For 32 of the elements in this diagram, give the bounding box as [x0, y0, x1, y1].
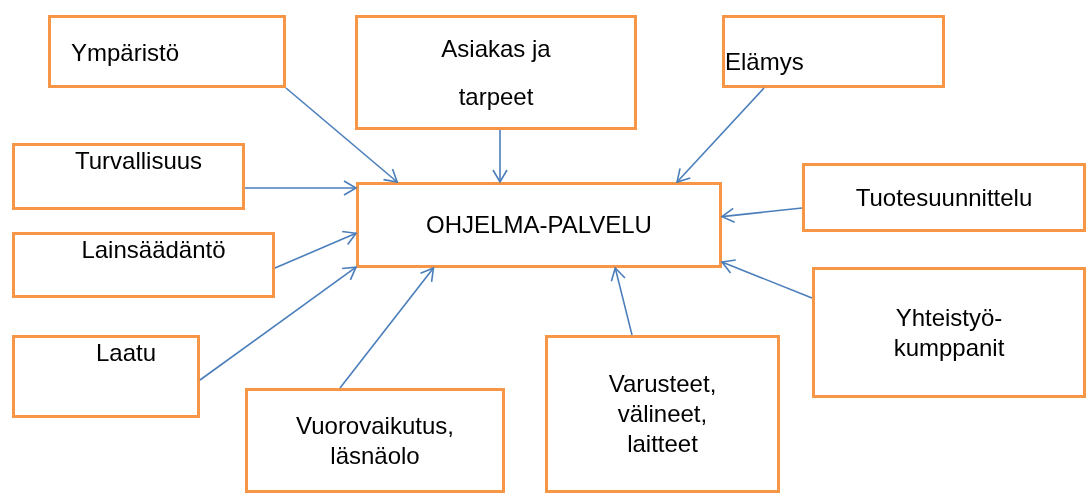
arrow — [274, 230, 357, 269]
box-label: Ympäristö — [71, 38, 180, 68]
box-label: Asiakas ja tarpeet — [440, 33, 552, 112]
box-label: Lainsäädäntö — [81, 235, 226, 265]
arrow — [492, 129, 508, 183]
arrow — [676, 87, 765, 183]
text-box — [245, 388, 505, 493]
text-box — [802, 163, 1086, 232]
box-label: Varusteet, välineet, laitteet — [607, 369, 718, 459]
arrow — [610, 267, 633, 336]
text-box — [545, 335, 780, 493]
text-box — [12, 335, 200, 418]
arrow — [721, 207, 803, 224]
text-box — [48, 15, 286, 88]
arrow — [721, 259, 813, 299]
arrow — [244, 180, 357, 196]
box-label: Vuorovaikutus, läsnäolo — [295, 410, 455, 471]
text-box — [12, 232, 275, 298]
box-label: Tuotesuunnittelu — [855, 182, 1033, 213]
box-label: Yhteistyö-kumppanit — [892, 302, 1006, 363]
box-label: Turvallisuus — [74, 146, 203, 176]
text-box — [355, 15, 637, 130]
arrow — [339, 267, 435, 389]
text-box — [356, 182, 722, 268]
text-box — [812, 267, 1086, 398]
text-box — [12, 143, 245, 210]
box-label: OHJELMA-PALVELU — [426, 210, 652, 240]
arrow — [285, 87, 398, 183]
box-label: Laatu — [95, 338, 157, 368]
arrow — [199, 266, 357, 381]
box-label: Elämys — [725, 46, 804, 77]
text-box — [722, 15, 945, 88]
